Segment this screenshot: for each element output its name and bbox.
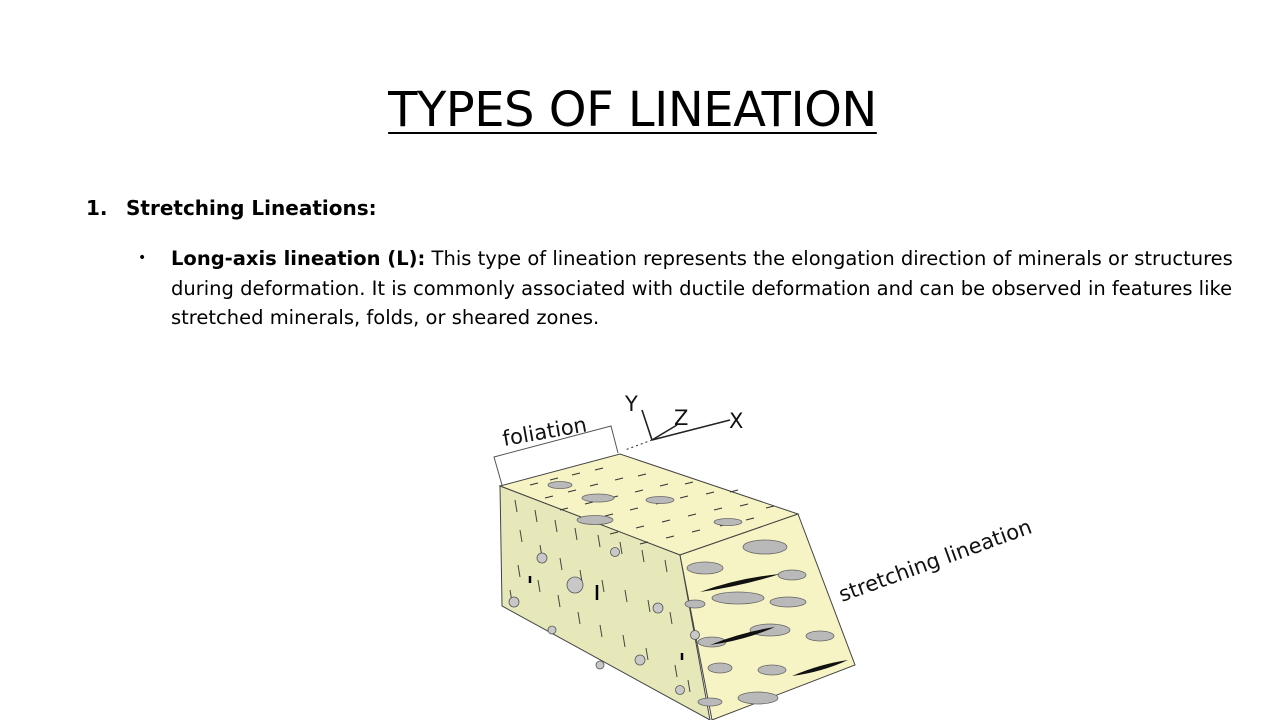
- section-heading: 1. Stretching Lineations:: [86, 196, 377, 220]
- bullet-description: This type of lineation represents the el…: [171, 247, 1233, 329]
- xyz-axes-icon: [624, 409, 731, 451]
- side-foliation-dashes: [509, 499, 691, 693]
- section-number: 1.: [86, 196, 108, 220]
- block-left-face: [499, 485, 711, 720]
- axis-z-label: Z: [674, 406, 688, 430]
- bullet-text: Long-axis lineation (L): This type of li…: [171, 244, 1268, 333]
- list-item: • Long-axis lineation (L): This type of …: [138, 244, 1268, 333]
- bullet-term: Long-axis lineation (L):: [171, 247, 426, 270]
- top-face-ellipses: [547, 481, 743, 526]
- side-face-circles: [508, 547, 700, 695]
- section-heading-text: Stretching Lineations:: [126, 196, 377, 220]
- foliation-label: foliation: [501, 413, 589, 451]
- page-title: TYPES OF LINEATION: [0, 82, 1265, 138]
- stretched-mineral-streaks: [700, 574, 848, 676]
- axis-x-label: X: [729, 409, 743, 433]
- bullet-icon: •: [138, 250, 147, 266]
- page-title-text: TYPES OF LINEATION: [388, 82, 877, 139]
- foliation-bracket: [493, 425, 619, 486]
- stretching-lineation-label: stretching lineation: [836, 515, 1035, 607]
- lineation-block-diagram: foliation Y Z X: [493, 392, 1035, 720]
- side-face-ticks: [528, 576, 684, 660]
- axis-y-label: Y: [624, 392, 638, 416]
